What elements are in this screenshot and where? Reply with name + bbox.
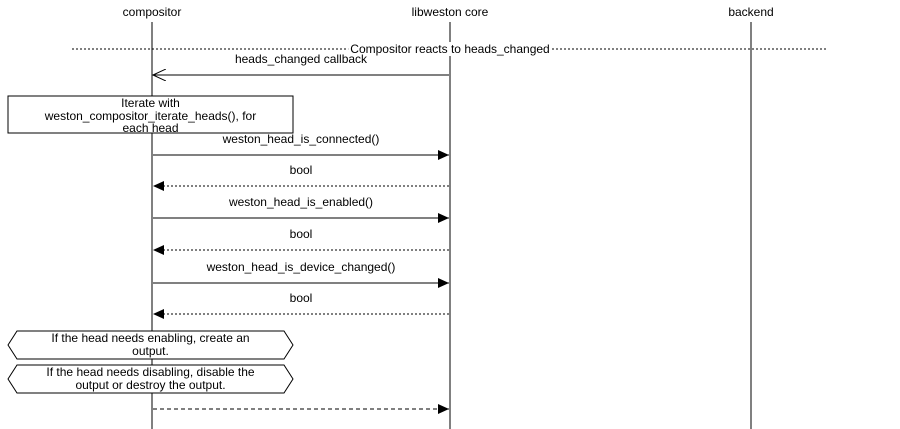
hexagon-note-line-0: If the head needs disabling, disable the	[46, 365, 255, 379]
note-box-iterate-heads-note	[7, 95, 294, 134]
lifelines-group	[151, 22, 752, 429]
messages-group	[153, 75, 449, 414]
notes-group	[7, 95, 294, 394]
message-label-weston-head-is-enabled: weston_head_is_enabled()	[228, 195, 374, 209]
lifeline-header-backend: backend	[728, 5, 774, 19]
message-label-bool-return-enabled: bool	[289, 227, 313, 241]
message-label-weston-head-is-device-changed: weston_head_is_device_changed()	[206, 260, 396, 274]
hexagon-note-disable-head-note	[7, 364, 294, 394]
note-line-1: weston_compositor_iterate_heads(), for	[44, 108, 257, 123]
message-label-bool-return-connected: bool	[289, 163, 313, 177]
message-label-heads-changed-callback: heads_changed callback	[234, 52, 368, 66]
divider-label: Compositor reacts to heads_changed	[348, 42, 552, 56]
hexagon-note-line-1: output.	[132, 343, 169, 358]
hexagon-note-line-1: output or destroy the output.	[75, 377, 226, 392]
message-label-weston-head-is-connected: weston_head_is_connected()	[222, 132, 380, 146]
hexagon-note-enable-head-note	[7, 330, 294, 360]
hexagon-note-line-0: If the head needs enabling, create an	[51, 331, 250, 345]
lifeline-header-compositor: compositor	[122, 5, 182, 19]
lifeline-header-libweston-core: libweston core	[411, 5, 489, 19]
hexagon-note-text-disable-head-note: If the head needs disabling, disable the…	[8, 366, 293, 391]
message-label-bool-return-device-changed: bool	[289, 291, 313, 305]
note-line-0: Iterate with	[121, 96, 180, 110]
note-line-2: each head	[122, 121, 179, 135]
